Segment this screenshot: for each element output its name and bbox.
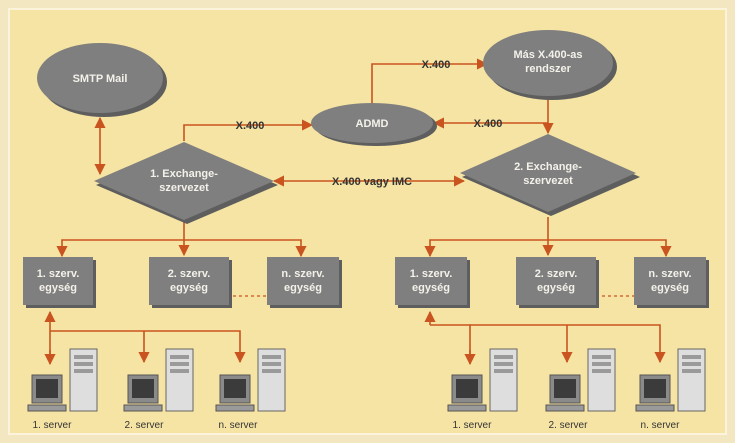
left-unit-n-line1: n. szerv. — [281, 268, 324, 280]
left-unit-n-line2: egység — [284, 282, 322, 294]
right-server-2-label: 2. server — [549, 420, 589, 431]
left-server-2-label: 2. server — [125, 420, 165, 431]
exchange-2-node: 2. Exchange- szervezet — [460, 134, 640, 216]
computer-icon — [215, 348, 286, 412]
exchange1-admd-connector — [183, 119, 314, 141]
edge-label-x400-left: X.400 — [236, 120, 265, 132]
admd-mas-x400-connector — [371, 58, 489, 107]
left-unit-1-line1: 1. szerv. — [37, 268, 80, 280]
edge-label-x400-right: X.400 — [474, 118, 503, 130]
left-server-2: 2. server — [123, 348, 194, 431]
computer-icon — [27, 348, 98, 412]
edge-label-x400-top: X.400 — [422, 59, 451, 71]
computer-icon — [545, 348, 616, 412]
mas-x400-label-line2: rendszer — [525, 63, 572, 75]
exchange-1-node: 1. Exchange- szervezet — [94, 142, 278, 224]
left-unit-2-line2: egység — [170, 282, 208, 294]
exchange-1-label-line2: szervezet — [159, 182, 209, 194]
smtp-mail-node: SMTP Mail — [37, 43, 167, 117]
right-server-2: 2. server — [545, 348, 616, 431]
left-unit-2-line1: 2. szerv. — [168, 268, 211, 280]
right-server-1: 1. server — [447, 348, 518, 431]
edge-label-x400-or-imc: X.400 vagy IMC — [332, 176, 412, 188]
connectors — [44, 58, 672, 366]
left-server-1-label: 1. server — [33, 420, 73, 431]
right-unit-n: n. szerv. egység — [634, 257, 709, 308]
right-unit-n-line1: n. szerv. — [648, 268, 691, 280]
right-unit-1-line1: 1. szerv. — [410, 268, 453, 280]
left-servers-bus — [50, 330, 246, 364]
mas-x400-node: Más X.400-as rendszer — [483, 30, 617, 100]
right-server-n-label: n. server — [641, 420, 681, 431]
right-unit-2-line2: egység — [537, 282, 575, 294]
exchange1-units-bus — [61, 239, 302, 255]
exchange-1-label-line1: 1. Exchange- — [150, 168, 218, 180]
admd-node: ADMD — [311, 103, 437, 146]
right-server-1-label: 1. server — [453, 420, 493, 431]
right-unit-2: 2. szerv. egység — [516, 257, 599, 308]
right-servers-bus-a — [430, 324, 471, 362]
left-server-1: 1. server — [27, 348, 98, 431]
left-unit-n: n. szerv. egység — [267, 257, 342, 308]
exchange-2-label-line1: 2. Exchange- — [514, 161, 582, 173]
admd-label: ADMD — [356, 118, 389, 130]
left-server-n-label: n. server — [219, 420, 259, 431]
mas-x400-label-line1: Más X.400-as — [513, 49, 582, 61]
right-unit-2-line1: 2. szerv. — [535, 268, 578, 280]
right-unit-n-line2: egység — [651, 282, 689, 294]
exchange-2-label-line2: szervezet — [523, 175, 573, 187]
computer-icon — [123, 348, 194, 412]
computer-icon — [635, 348, 706, 412]
left-unit-2: 2. szerv. egység — [149, 257, 232, 308]
right-server-n: n. server — [635, 348, 706, 431]
left-unit-1-line2: egység — [39, 282, 77, 294]
right-unit-1: 1. szerv. egység — [395, 257, 470, 308]
computer-icon — [447, 348, 518, 412]
smtp-mail-label: SMTP Mail — [73, 73, 128, 85]
right-servers-bus-b — [470, 324, 666, 364]
right-unit-1-line2: egység — [412, 282, 450, 294]
left-server-n: n. server — [215, 348, 286, 431]
left-unit-1: 1. szerv. egység — [23, 257, 96, 308]
